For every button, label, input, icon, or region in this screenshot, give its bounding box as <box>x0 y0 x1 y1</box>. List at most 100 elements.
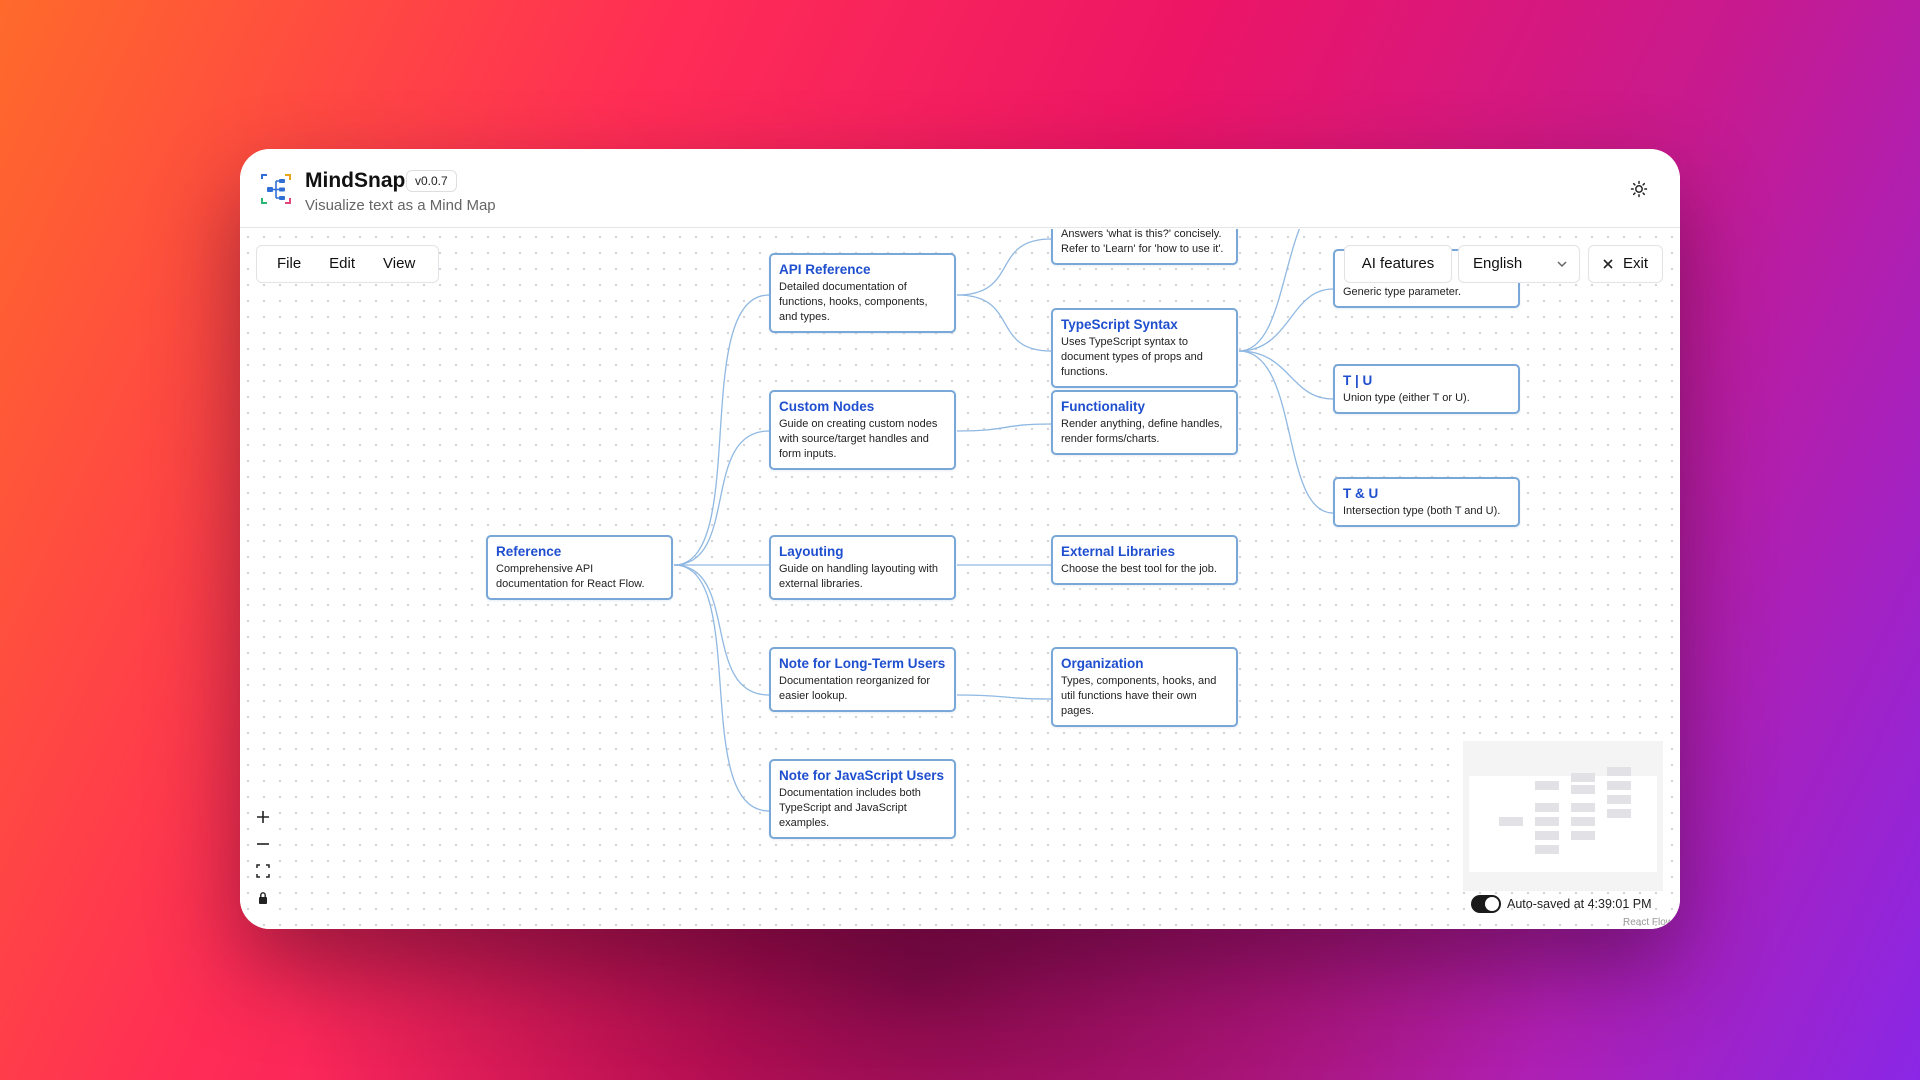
edge <box>673 294 770 566</box>
node-what-is-this[interactable]: Answers 'what is this?' concisely. Refer… <box>1051 229 1238 265</box>
ai-features-button[interactable]: AI features <box>1344 245 1452 283</box>
exit-label: Exit <box>1623 255 1649 272</box>
minimap-node <box>1535 781 1559 790</box>
plus-icon <box>257 811 269 823</box>
node-description: Uses TypeScript syntax to document types… <box>1061 336 1203 378</box>
mindmap-canvas[interactable]: Reference Comprehensive API documentatio… <box>240 229 1680 929</box>
node-title: Organization <box>1061 656 1144 671</box>
minimap-node <box>1571 803 1595 812</box>
app-subtitle: Visualize text as a Mind Map <box>305 197 496 214</box>
edge <box>956 294 1052 352</box>
minimap-node <box>1535 845 1559 854</box>
node-reference[interactable]: Reference Comprehensive API documentatio… <box>486 535 673 600</box>
menubar: File Edit View <box>256 245 439 283</box>
close-icon <box>1603 259 1613 269</box>
edge <box>956 423 1052 432</box>
edge <box>956 694 1052 700</box>
node-title: Note for Long-Term Users <box>779 656 946 671</box>
node-description: Guide on handling layouting with externa… <box>779 563 939 590</box>
minimap-node <box>1571 773 1595 782</box>
menu-file[interactable]: File <box>277 255 302 272</box>
node-description: Detailed documentation of functions, hoo… <box>779 281 928 323</box>
language-selected: English <box>1473 255 1523 272</box>
edge <box>673 564 770 812</box>
zoom-out-button[interactable] <box>250 831 276 857</box>
node-title: Reference <box>496 544 562 559</box>
node-intersection-type[interactable]: T & U Intersection type (both T and U). <box>1333 477 1520 527</box>
exit-button[interactable]: Exit <box>1588 245 1663 283</box>
node-layouting[interactable]: Layouting Guide on handling layouting wi… <box>769 535 956 600</box>
fit-view-button[interactable] <box>250 858 276 884</box>
edge <box>1238 288 1334 352</box>
node-description: Union type (either T or U). <box>1343 392 1470 404</box>
minimap-node <box>1607 767 1631 776</box>
node-external-libraries[interactable]: External Libraries Choose the best tool … <box>1051 535 1238 585</box>
node-title: T | U <box>1343 373 1373 388</box>
app-header: MindSnap v0.0.7 Visualize text as a Mind… <box>240 149 1680 228</box>
edge <box>1238 229 1301 352</box>
lock-icon <box>259 892 267 904</box>
node-description: Documentation reorganized for easier loo… <box>779 675 931 702</box>
node-description: Guide on creating custom nodes with sour… <box>779 418 938 460</box>
node-note-javascript-users[interactable]: Note for JavaScript Users Documentation … <box>769 759 956 839</box>
chevron-down-icon <box>1557 261 1567 268</box>
menu-view[interactable]: View <box>383 255 416 272</box>
node-title: Functionality <box>1061 399 1145 414</box>
autosave-text: Auto-saved at 4:39:01 PM <box>1507 897 1652 911</box>
node-description: Answers 'what is this?' concisely. Refer… <box>1061 229 1224 255</box>
minimap-node <box>1607 781 1631 790</box>
app-title: MindSnap <box>305 169 406 192</box>
node-organization[interactable]: Organization Types, components, hooks, a… <box>1051 647 1238 727</box>
node-union-type[interactable]: T | U Union type (either T or U). <box>1333 364 1520 414</box>
node-description: Documentation includes both TypeScript a… <box>779 787 921 829</box>
node-description: Choose the best tool for the job. <box>1061 563 1217 575</box>
node-typescript-syntax[interactable]: TypeScript Syntax Uses TypeScript syntax… <box>1051 308 1238 388</box>
node-description: Intersection type (both T and U). <box>1343 505 1501 517</box>
edge <box>673 564 770 696</box>
menu-edit[interactable]: Edit <box>329 255 356 272</box>
edge <box>673 430 770 566</box>
node-title: Layouting <box>779 544 844 559</box>
edge <box>1238 350 1334 400</box>
node-title: TypeScript Syntax <box>1061 317 1178 332</box>
node-description: Comprehensive API documentation for Reac… <box>496 563 645 590</box>
minimap-node <box>1607 809 1631 818</box>
node-title: API Reference <box>779 262 871 277</box>
mindmap-logo-icon <box>261 174 291 204</box>
minimap-node <box>1535 803 1559 812</box>
minimap-node <box>1499 817 1523 826</box>
language-select[interactable]: English <box>1458 245 1580 283</box>
node-description: Generic type parameter. <box>1343 286 1462 298</box>
node-title: Custom Nodes <box>779 399 875 414</box>
zoom-in-button[interactable] <box>250 804 276 830</box>
node-note-long-term-users[interactable]: Note for Long-Term Users Documentation r… <box>769 647 956 712</box>
node-description: Types, components, hooks, and util funct… <box>1061 675 1217 717</box>
node-custom-nodes[interactable]: Custom Nodes Guide on creating custom no… <box>769 390 956 470</box>
autosave-status: Auto-saved at 4:39:01 PM <box>1471 892 1652 916</box>
minimap-node <box>1571 785 1595 794</box>
minimap-node <box>1571 817 1595 826</box>
minimap-node <box>1571 831 1595 840</box>
node-description: Render anything, define handles, render … <box>1061 418 1223 445</box>
minimap-node <box>1535 831 1559 840</box>
edge <box>956 238 1052 296</box>
edge <box>1238 350 1334 514</box>
node-title: T & U <box>1343 486 1379 501</box>
minus-icon <box>257 843 269 845</box>
node-title: Note for JavaScript Users <box>779 768 945 783</box>
autosave-toggle[interactable] <box>1471 895 1501 913</box>
version-badge: v0.0.7 <box>406 170 457 192</box>
node-functionality[interactable]: Functionality Render anything, define ha… <box>1051 390 1238 455</box>
sun-icon[interactable] <box>1629 179 1649 199</box>
edges-layer <box>673 229 1334 812</box>
lock-button[interactable] <box>250 885 276 911</box>
node-api-reference[interactable]: API Reference Detailed documentation of … <box>769 253 956 333</box>
minimap-node <box>1607 795 1631 804</box>
minimap[interactable] <box>1463 741 1663 891</box>
minimap-node <box>1535 817 1559 826</box>
app-window: MindSnap v0.0.7 Visualize text as a Mind… <box>240 149 1680 929</box>
react-flow-attribution[interactable]: React Flow <box>1623 917 1674 928</box>
minimap-viewport <box>1469 776 1657 872</box>
fit-view-icon <box>256 864 270 878</box>
node-title: External Libraries <box>1061 544 1176 559</box>
